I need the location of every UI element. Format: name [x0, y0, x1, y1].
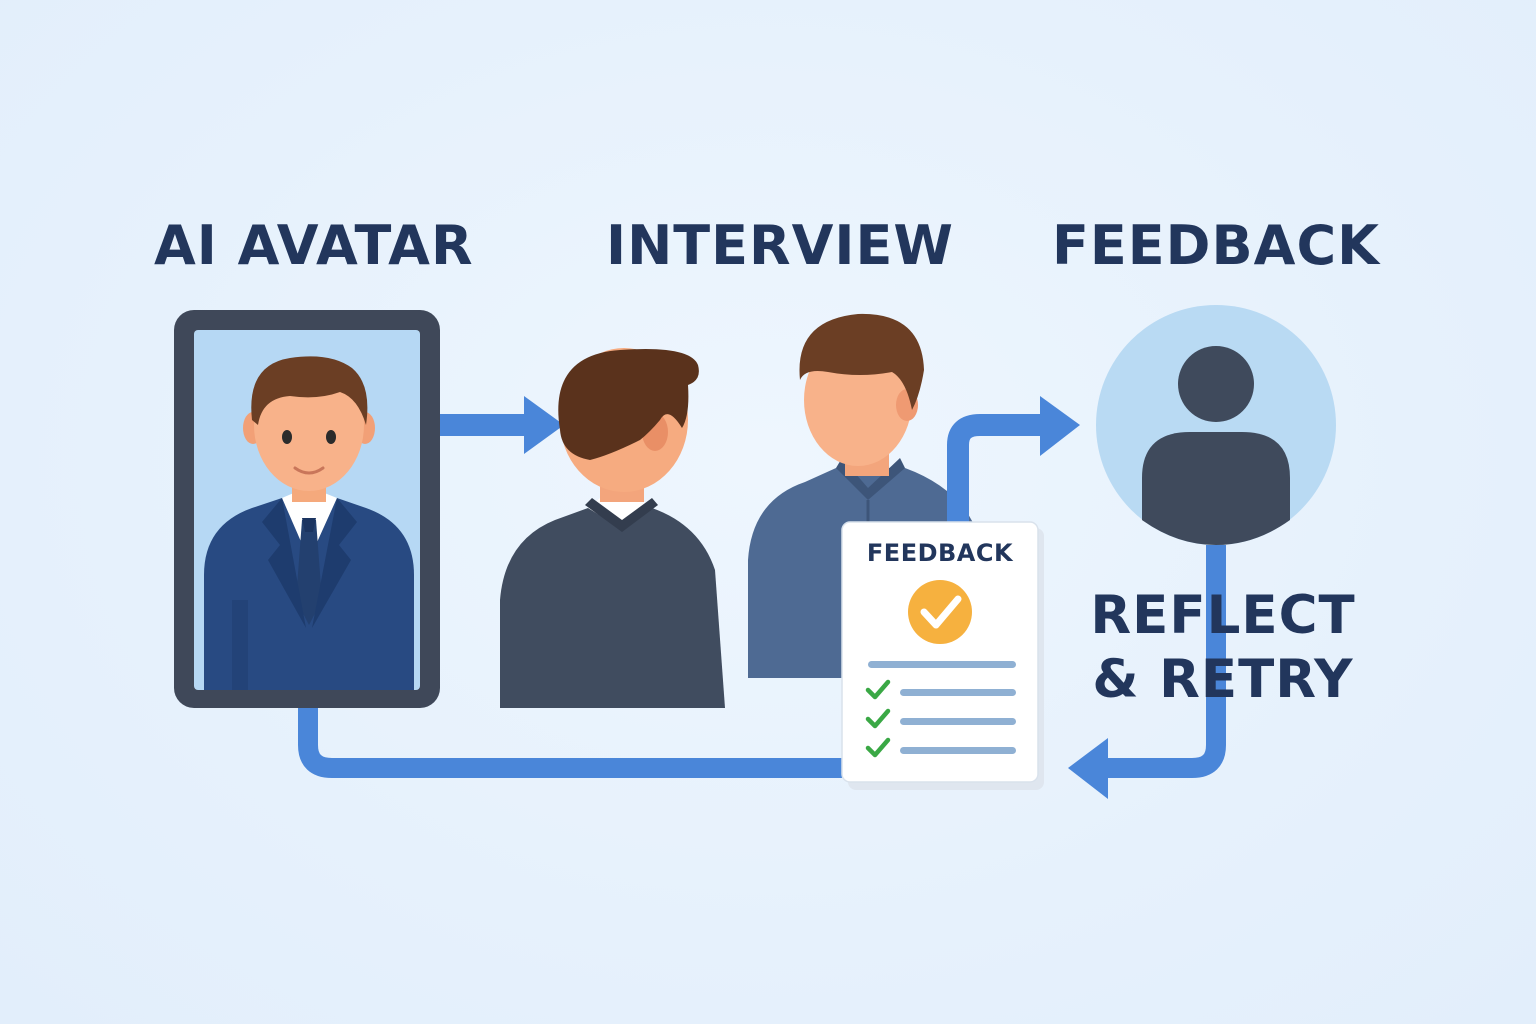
step-label-ai-avatar: AI AVATAR — [154, 214, 474, 277]
step-label-reflect-retry: REFLECT & RETRY — [1090, 585, 1356, 710]
arrow-reflect-to-card-icon — [1068, 545, 1226, 799]
tablet-avatar-icon — [174, 310, 440, 708]
step-label-feedback: FEEDBACK — [1052, 214, 1380, 277]
user-profile-icon — [1096, 305, 1336, 545]
checkmark-icon — [865, 679, 1016, 758]
feedback-card-title: FEEDBACK — [866, 539, 1014, 567]
arrow-interview-to-feedback-icon — [947, 396, 1080, 525]
arrow-avatar-to-interview-icon — [440, 396, 564, 454]
loop-back-arrow — [298, 705, 850, 778]
step-label-interview: INTERVIEW — [606, 214, 954, 277]
interviewer-icon — [500, 348, 725, 708]
feedback-card — [841, 521, 1044, 790]
check-circle-icon — [908, 580, 972, 644]
